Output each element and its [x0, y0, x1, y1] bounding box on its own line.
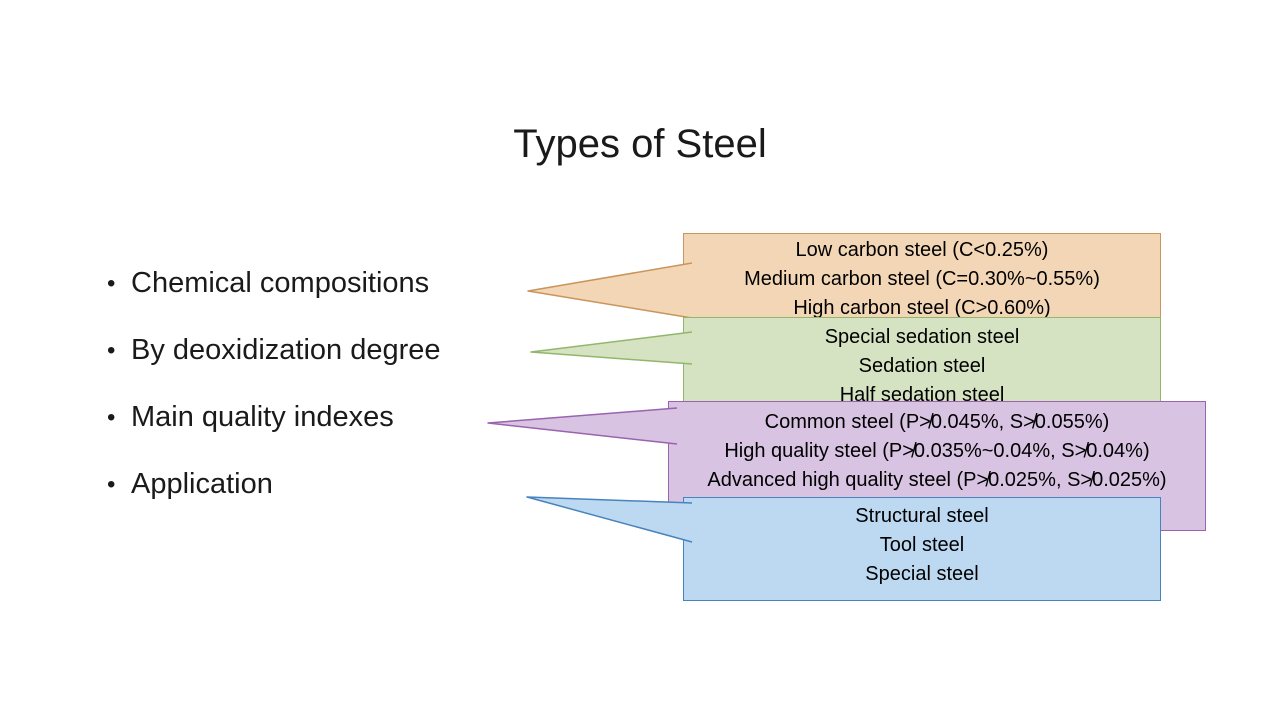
- bullet-item-main-quality-indexes: • Main quality indexes: [107, 384, 441, 451]
- callout-line: Special steel: [865, 563, 979, 585]
- slide-title: Types of Steel: [513, 122, 767, 166]
- bullet-marker: •: [107, 336, 116, 364]
- bullet-label: Main quality indexes: [131, 401, 394, 433]
- callout-line: Structural steel: [855, 505, 989, 527]
- callout-line: Common steel (P≯0.045%, S≯0.055%): [764, 411, 1110, 433]
- callout-box-application: Structural steel Tool steel Special stee…: [683, 497, 1161, 601]
- callout-box-deoxidization-degree: Special sedation steel Sedation steel Ha…: [683, 317, 1161, 413]
- bullet-label: By deoxidization degree: [131, 334, 441, 366]
- callout-box-chemical-compositions: Low carbon steel (C<0.25%) Medium carbon…: [683, 233, 1161, 320]
- callout-line: Advanced high quality steel (P≯0.025%, S…: [707, 469, 1167, 491]
- bullet-marker: •: [107, 269, 116, 297]
- bullet-item-deoxidization-degree: • By deoxidization degree: [107, 317, 441, 384]
- callout-line: Tool steel: [879, 534, 965, 556]
- callout-line: Special sedation steel: [824, 326, 1020, 348]
- callout-line: High quality steel (P≯0.035%~0.04%, S≯0.…: [724, 440, 1150, 462]
- callout-line: Low carbon steel (C<0.25%): [795, 239, 1049, 261]
- bullet-label: Chemical compositions: [131, 267, 430, 299]
- bullet-item-chemical-compositions: • Chemical compositions: [107, 250, 441, 317]
- callout-line: Medium carbon steel (C=0.30%~0.55%): [744, 268, 1100, 290]
- callout-line: High carbon steel (C>0.60%): [793, 297, 1051, 319]
- callout-line: Sedation steel: [858, 355, 986, 377]
- bullet-marker: •: [107, 470, 116, 498]
- bullet-label: Application: [131, 468, 273, 500]
- bullet-item-application: • Application: [107, 451, 441, 518]
- bullet-marker: •: [107, 403, 116, 431]
- callout-line: Half sedation steel: [839, 384, 1005, 406]
- bullet-list: • Chemical compositions • By deoxidizati…: [107, 250, 441, 518]
